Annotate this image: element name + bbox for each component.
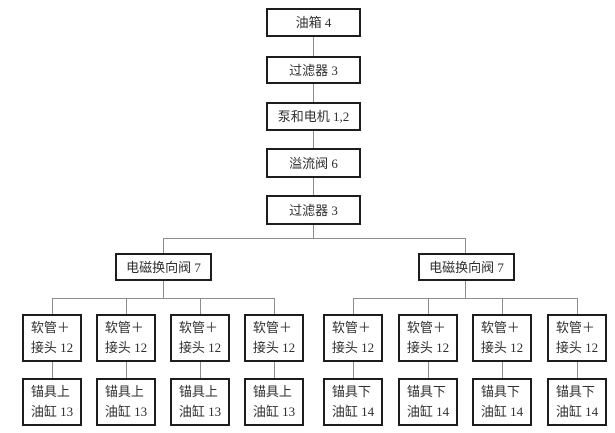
connector-col-4 bbox=[274, 298, 275, 314]
node-relief-valve: 溢流阀 6 bbox=[266, 148, 361, 178]
node-solenoid-valve-right: 电磁换向阀 7 bbox=[418, 253, 515, 281]
connector-row-1 bbox=[52, 362, 53, 378]
node-anchor-upper-cylinder-3: 锚具上油缸 13 bbox=[170, 378, 230, 426]
node-label: 软管＋接头 12 bbox=[30, 320, 74, 355]
connector-chain-1 bbox=[313, 37, 314, 56]
node-label: 锚具下油缸 14 bbox=[480, 384, 524, 419]
node-label: 锚具下油缸 14 bbox=[406, 384, 450, 419]
connector-col-2 bbox=[126, 298, 127, 314]
node-label: 软管＋接头 12 bbox=[555, 320, 599, 355]
node-hose-joint-l1: 软管＋接头 12 bbox=[22, 314, 82, 362]
node-anchor-lower-cylinder-1: 锚具下油缸 14 bbox=[323, 378, 383, 426]
node-anchor-upper-cylinder-1: 锚具上油缸 13 bbox=[22, 378, 82, 426]
node-label: 锚具下油缸 14 bbox=[555, 384, 599, 419]
node-label: 软管＋接头 12 bbox=[480, 320, 524, 355]
node-hose-joint-r2: 软管＋接头 12 bbox=[398, 314, 458, 362]
node-label: 锚具上油缸 13 bbox=[178, 384, 222, 419]
connector-col-1 bbox=[52, 298, 53, 314]
node-label: 锚具上油缸 13 bbox=[30, 384, 74, 419]
connector-split-left bbox=[52, 298, 275, 299]
connector-col-7 bbox=[502, 298, 503, 314]
connector-row-8 bbox=[577, 362, 578, 378]
connector-chain-2 bbox=[313, 84, 314, 102]
node-label: 过滤器 3 bbox=[289, 202, 338, 218]
connector-chain-3 bbox=[313, 131, 314, 148]
node-hose-joint-l3: 软管＋接头 12 bbox=[170, 314, 230, 362]
node-pump-motor: 泵和电机 1,2 bbox=[266, 102, 361, 131]
node-anchor-lower-cylinder-3: 锚具下油缸 14 bbox=[472, 378, 532, 426]
node-label: 锚具上油缸 13 bbox=[104, 384, 148, 419]
connector-col-3 bbox=[200, 298, 201, 314]
node-label: 电磁换向阀 7 bbox=[126, 259, 201, 275]
node-label: 软管＋接头 12 bbox=[331, 320, 375, 355]
connector-col-5 bbox=[353, 298, 354, 314]
node-hose-joint-l4: 软管＋接头 12 bbox=[244, 314, 304, 362]
node-label: 软管＋接头 12 bbox=[104, 320, 148, 355]
node-hose-joint-l2: 软管＋接头 12 bbox=[96, 314, 156, 362]
node-filter-lower: 过滤器 3 bbox=[266, 195, 361, 225]
node-anchor-lower-cylinder-4: 锚具下油缸 14 bbox=[547, 378, 607, 426]
node-filter-upper: 过滤器 3 bbox=[266, 56, 361, 84]
node-label: 锚具下油缸 14 bbox=[331, 384, 375, 419]
connector-row-3 bbox=[200, 362, 201, 378]
connector-chain-4 bbox=[313, 178, 314, 195]
connector-drop-valve-right bbox=[465, 238, 466, 253]
connector-row-5 bbox=[353, 362, 354, 378]
connector-row-4 bbox=[274, 362, 275, 378]
node-anchor-upper-cylinder-2: 锚具上油缸 13 bbox=[96, 378, 156, 426]
node-anchor-lower-cylinder-2: 锚具下油缸 14 bbox=[398, 378, 458, 426]
node-hose-joint-r3: 软管＋接头 12 bbox=[472, 314, 532, 362]
node-label: 电磁换向阀 7 bbox=[429, 259, 504, 275]
connector-row-6 bbox=[428, 362, 429, 378]
node-label: 油箱 4 bbox=[295, 15, 332, 30]
node-label: 溢流阀 6 bbox=[289, 155, 338, 171]
connector-row-7 bbox=[502, 362, 503, 378]
connector-col-8 bbox=[577, 298, 578, 314]
connector-col-6 bbox=[428, 298, 429, 314]
node-anchor-upper-cylinder-4: 锚具上油缸 13 bbox=[244, 378, 304, 426]
node-label: 过滤器 3 bbox=[289, 62, 338, 78]
node-solenoid-valve-left: 电磁换向阀 7 bbox=[115, 253, 212, 281]
connector-drop-valve-left bbox=[163, 238, 164, 253]
connector-chain-5 bbox=[313, 225, 314, 238]
connector-split-right bbox=[353, 298, 578, 299]
node-label: 软管＋接头 12 bbox=[252, 320, 296, 355]
node-hose-joint-r4: 软管＋接头 12 bbox=[547, 314, 607, 362]
connector-valve-right-down bbox=[465, 281, 466, 298]
node-label: 软管＋接头 12 bbox=[406, 320, 450, 355]
node-hose-joint-r1: 软管＋接头 12 bbox=[323, 314, 383, 362]
connector-valve-left-down bbox=[163, 281, 164, 298]
connector-split-top bbox=[163, 238, 466, 239]
node-label: 泵和电机 1,2 bbox=[277, 109, 350, 124]
node-label: 锚具上油缸 13 bbox=[252, 384, 296, 419]
node-oil-tank: 油箱 4 bbox=[266, 8, 361, 37]
node-label: 软管＋接头 12 bbox=[178, 320, 222, 355]
connector-row-2 bbox=[126, 362, 127, 378]
